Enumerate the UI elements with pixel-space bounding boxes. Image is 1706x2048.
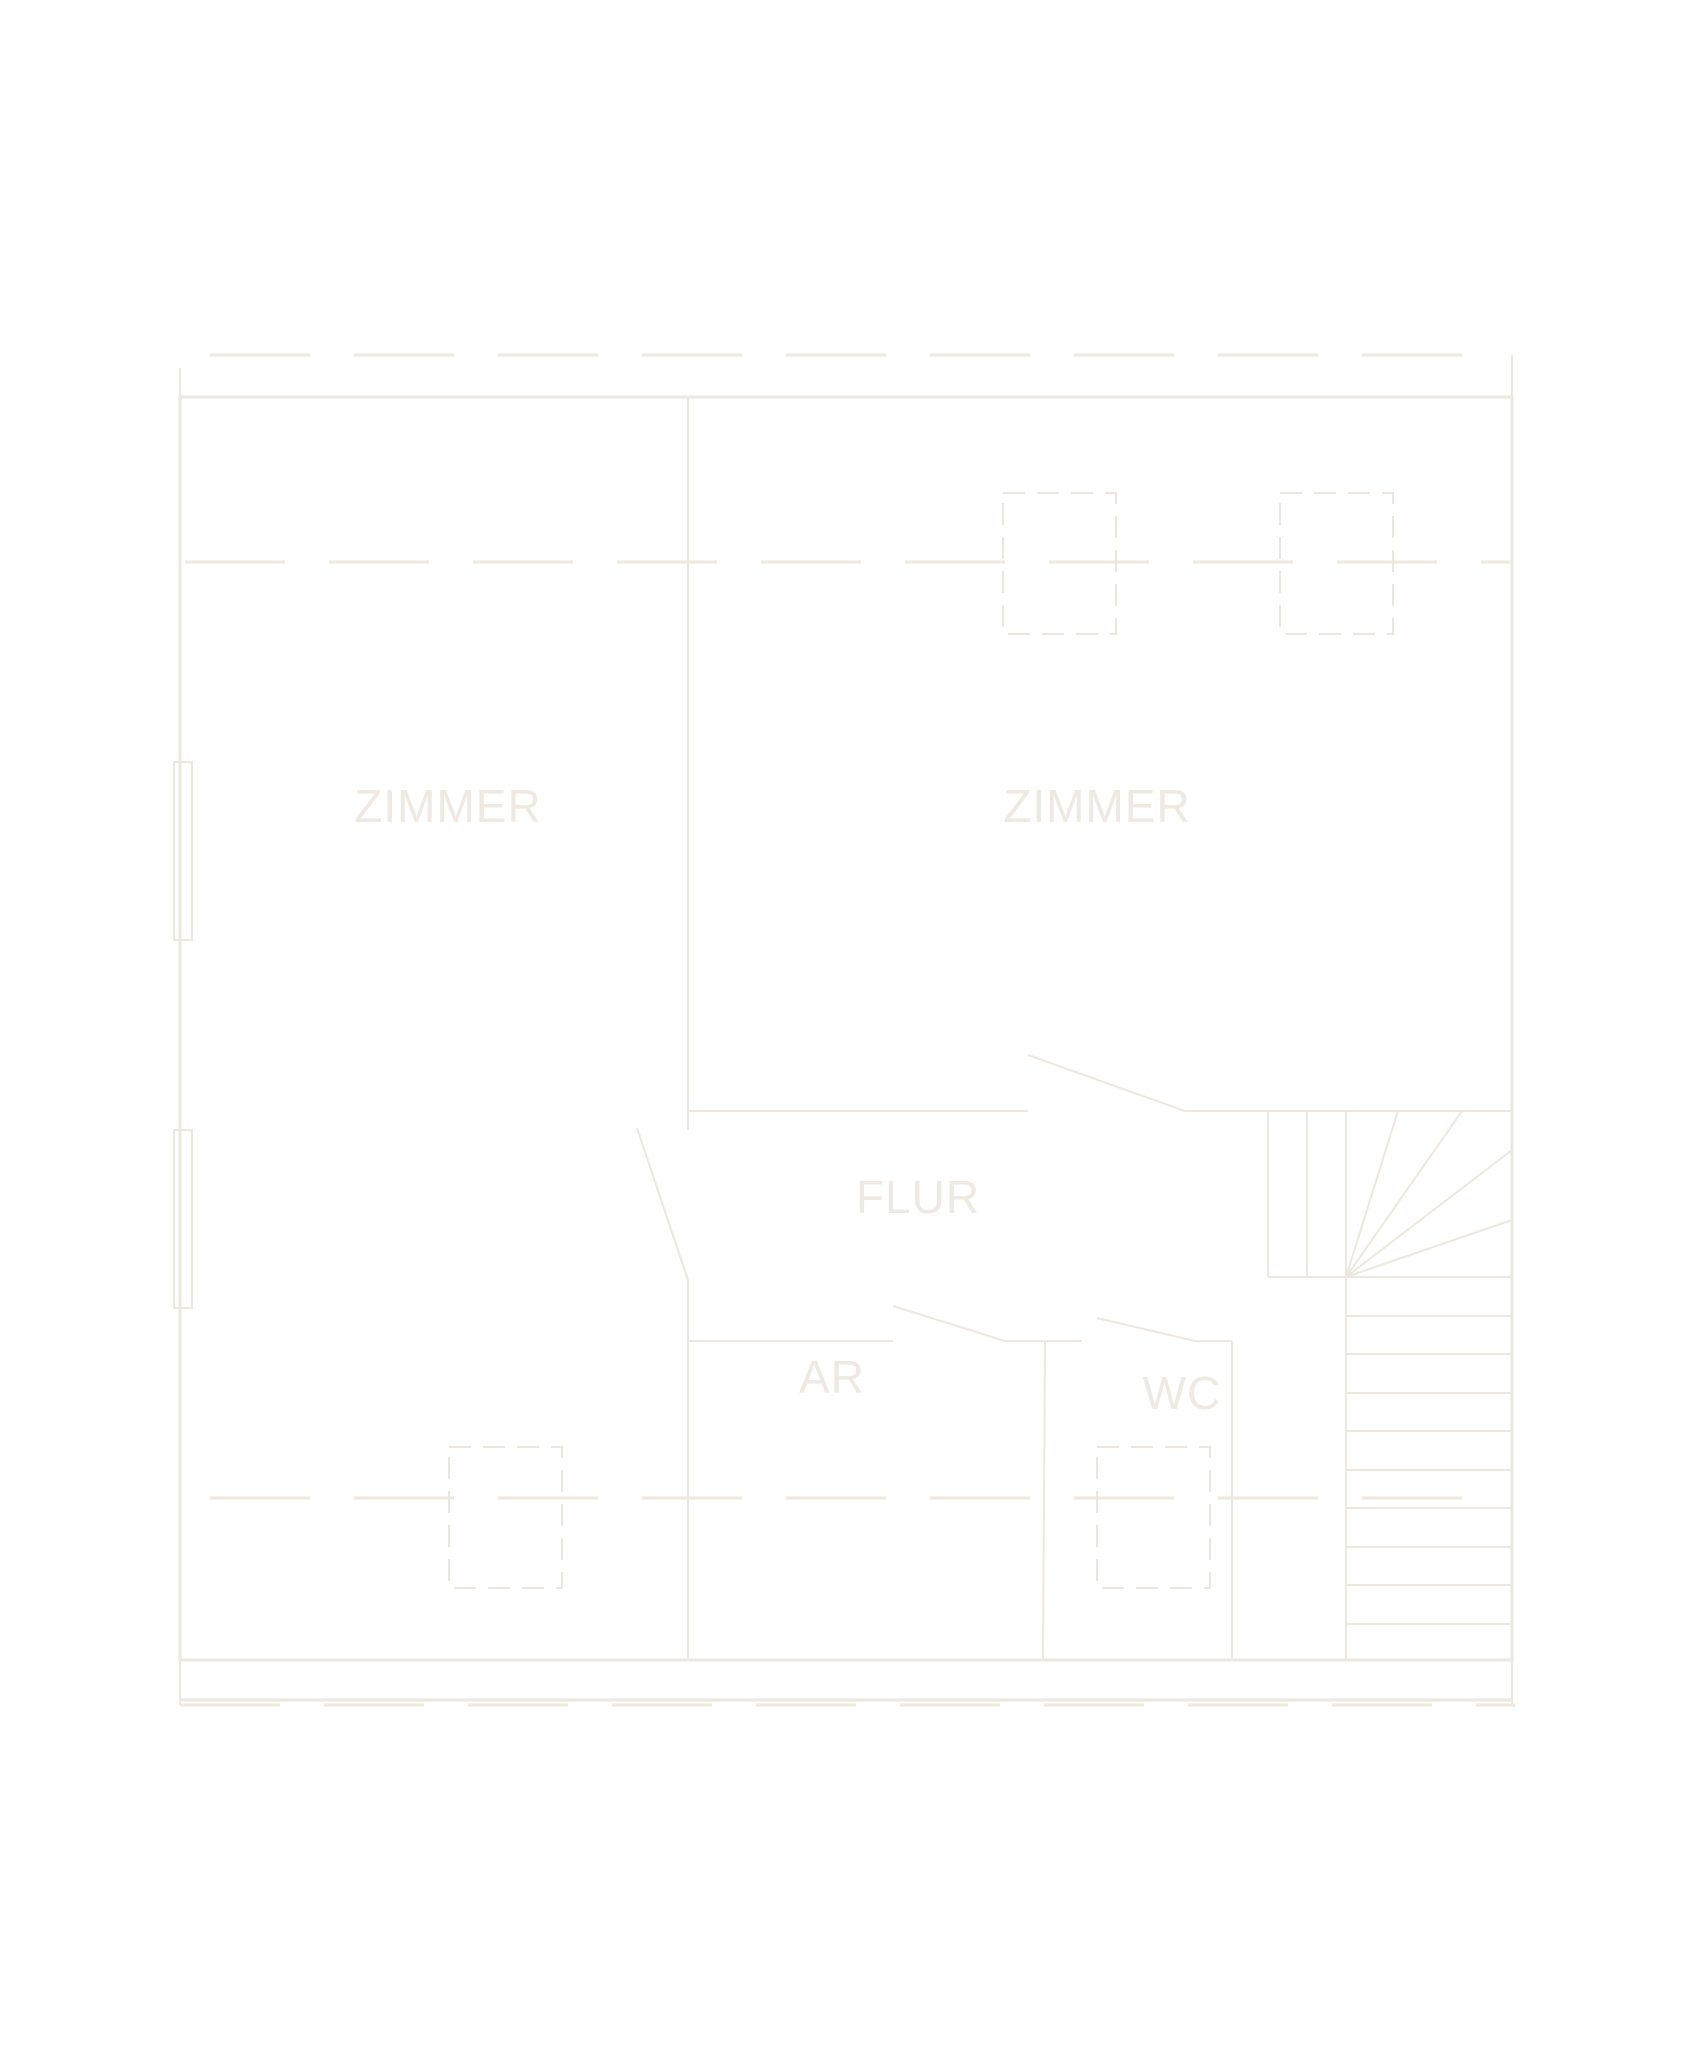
room-label-zimmer-right: ZIMMER (1003, 780, 1190, 832)
door-swings (636, 1054, 1196, 1342)
roof-window-1 (1002, 492, 1117, 635)
roof-window-2 (1279, 492, 1394, 635)
room-label-wc: WC (1143, 1367, 1222, 1419)
room-label-ar: AR (799, 1351, 865, 1403)
interior-walls (687, 397, 1512, 1661)
roof-window-4 (1096, 1446, 1211, 1589)
roof-window-3 (448, 1446, 563, 1589)
dormer-lines (185, 560, 1510, 1500)
room-label-zimmer-left: ZIMMER (354, 780, 541, 832)
staircase (1267, 1110, 1513, 1625)
room-label-flur: FLUR (856, 1171, 980, 1223)
roof-outline (179, 353, 1515, 1707)
outer-walls (178, 395, 1514, 1702)
window-left-lower (173, 1129, 193, 1309)
window-left-upper (173, 761, 193, 941)
